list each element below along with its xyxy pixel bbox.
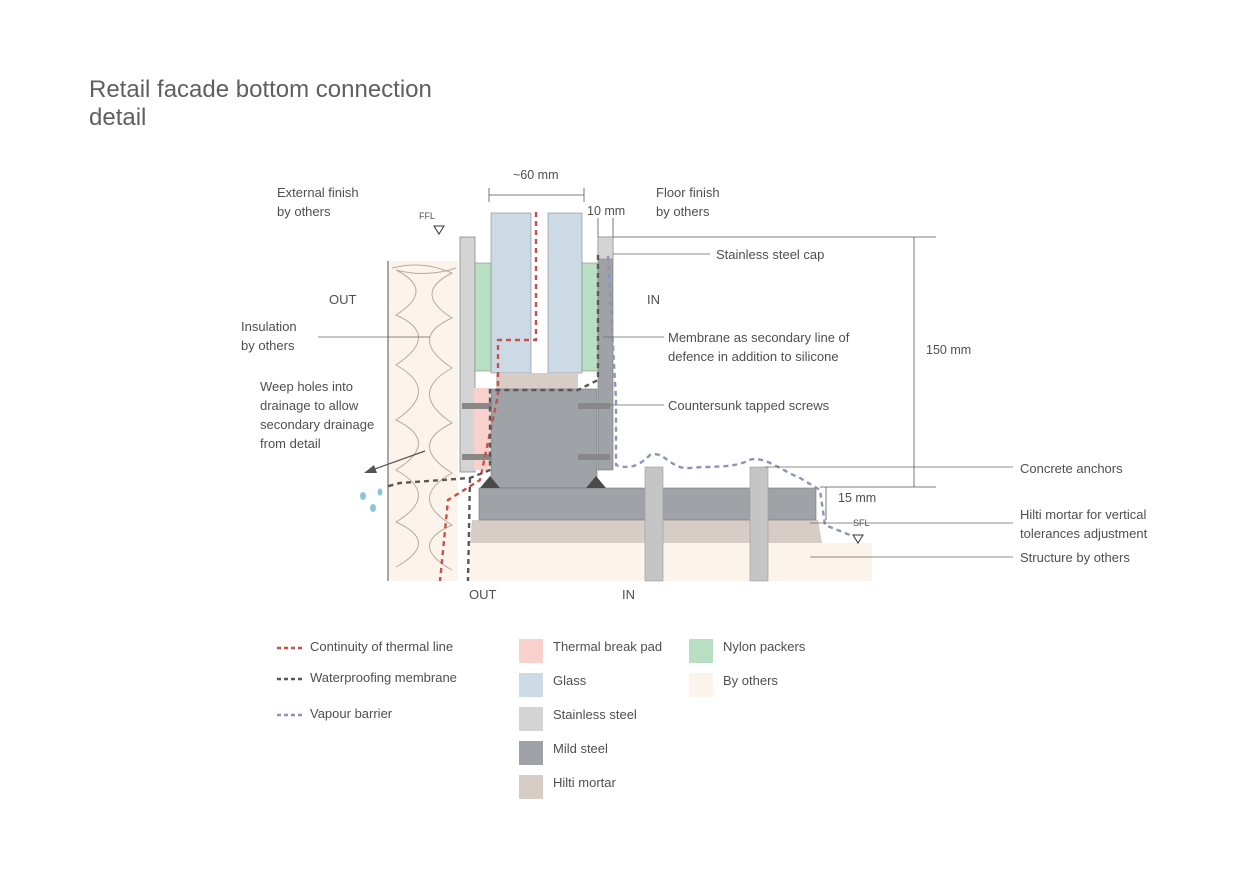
legend-waterproofing: Waterproofing membrane	[310, 670, 457, 685]
thermal-line	[438, 212, 538, 582]
setting-block	[496, 373, 578, 389]
vapour-barrier	[606, 255, 851, 537]
swatch-stainless-steel	[519, 707, 543, 731]
dim-cap-gap: 10 mm	[587, 204, 626, 218]
label-hilti-mortar: Hilti mortar	[553, 775, 616, 790]
label-glass: Glass	[553, 673, 587, 688]
label-mild-steel: Mild steel	[553, 741, 608, 756]
swatch-hilti-mortar	[519, 775, 543, 799]
waterproofing-membrane	[384, 255, 600, 582]
annotation-hilti: Hilti mortar for vertical tolerances adj…	[1020, 507, 1148, 541]
label-nylon-packers: Nylon packers	[723, 639, 806, 654]
countersunk-screws	[462, 403, 610, 460]
annotation-weep-holes: Weep holes into drainage to allow second…	[260, 379, 375, 451]
silicone-beads	[480, 476, 606, 488]
ffl-marker	[433, 225, 445, 235]
inner-stainless-upstand	[597, 236, 614, 471]
annotation-stainless-cap: Stainless steel cap	[716, 247, 825, 262]
structure-slab	[470, 543, 872, 581]
page-title: Retail facade bottom connection detail	[89, 76, 432, 131]
annotation-anchors: Concrete anchors	[1020, 461, 1123, 476]
nylon-packer-left	[474, 262, 492, 372]
stainless-cap	[597, 236, 614, 260]
label-stainless-steel: Stainless steel	[553, 707, 637, 722]
insulation-loops	[391, 264, 457, 571]
nylon-packer-right	[581, 262, 599, 372]
swatch-thermal-break-pad	[519, 639, 543, 663]
zone-in-top: IN	[647, 292, 660, 307]
concrete-anchor-2	[749, 466, 769, 582]
swatch-mild-steel	[519, 741, 543, 765]
annotation-external-finish: External finish by others	[277, 185, 359, 219]
annotation-insulation: Insulation by others	[241, 319, 297, 353]
swatch-nylon-packers	[689, 639, 713, 663]
annotation-membrane: Membrane as secondary line of defence in…	[668, 330, 850, 364]
annotation-structure: Structure by others	[1020, 550, 1130, 565]
swatch-by-others	[689, 673, 713, 697]
legend-thermal-line: Continuity of thermal line	[310, 639, 454, 654]
sfl-label: SFL	[853, 518, 870, 528]
label-by-others: By others	[723, 673, 778, 688]
zone-in-bottom: IN	[622, 587, 635, 602]
ffl-label: FFL	[419, 211, 436, 221]
zone-out-top: OUT	[329, 292, 357, 307]
concrete-anchor-1	[644, 466, 664, 582]
dim-mortar: 15 mm	[838, 491, 877, 505]
water-drops	[360, 488, 383, 512]
sfl-marker	[852, 534, 864, 544]
outer-stainless-upstand	[459, 236, 476, 473]
label-thermal-break-pad: Thermal break pad	[553, 639, 663, 654]
leader-lines	[318, 253, 1013, 558]
zone-out-bottom: OUT	[469, 587, 497, 602]
dim-glass-width: ~60 mm	[513, 168, 559, 182]
glass-pane-inner	[547, 212, 583, 374]
dim-height: 150 mm	[926, 343, 972, 357]
swatch-glass	[519, 673, 543, 697]
legend-vapour-barrier: Vapour barrier	[310, 706, 393, 721]
dimension-lines	[488, 188, 936, 520]
annotation-screws: Countersunk tapped screws	[668, 398, 830, 413]
annotation-floor-finish: Floor finish by others	[656, 185, 720, 219]
